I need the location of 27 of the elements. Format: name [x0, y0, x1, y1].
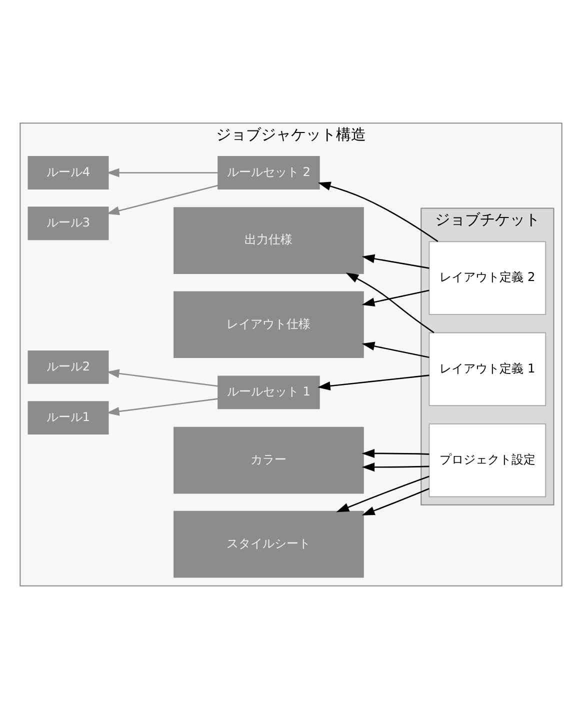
- node-box: ルールセット 1: [218, 376, 320, 410]
- node-box: 出力仕様: [174, 207, 364, 274]
- arrow: [362, 449, 430, 458]
- arrow: [106, 398, 218, 416]
- arrow: [362, 290, 430, 307]
- arrow: [336, 476, 430, 512]
- node-box: レイアウト定義 2: [428, 241, 546, 315]
- arrow: [318, 182, 438, 242]
- node-box: スタイルシート: [174, 510, 364, 578]
- node-box: ルール1: [28, 401, 109, 434]
- arrow: [362, 488, 430, 516]
- node-box: レイアウト定義 1: [428, 332, 546, 406]
- arrow: [346, 272, 434, 334]
- node-box: カラー: [174, 426, 364, 494]
- node-box: ルール3: [28, 206, 109, 240]
- node-box: ルール4: [28, 156, 109, 190]
- arrow: [106, 184, 218, 216]
- arrow: [362, 462, 430, 472]
- arrow: [106, 168, 218, 178]
- node-box: プロジェクト設定: [428, 423, 546, 498]
- arrow: [318, 374, 430, 390]
- node-box: ルールセット 2: [218, 156, 320, 190]
- node-box: ルール2: [28, 350, 109, 384]
- arrow: [106, 369, 218, 387]
- arrow: [362, 342, 430, 358]
- arrow: [362, 254, 430, 269]
- node-box: レイアウト仕様: [174, 291, 364, 358]
